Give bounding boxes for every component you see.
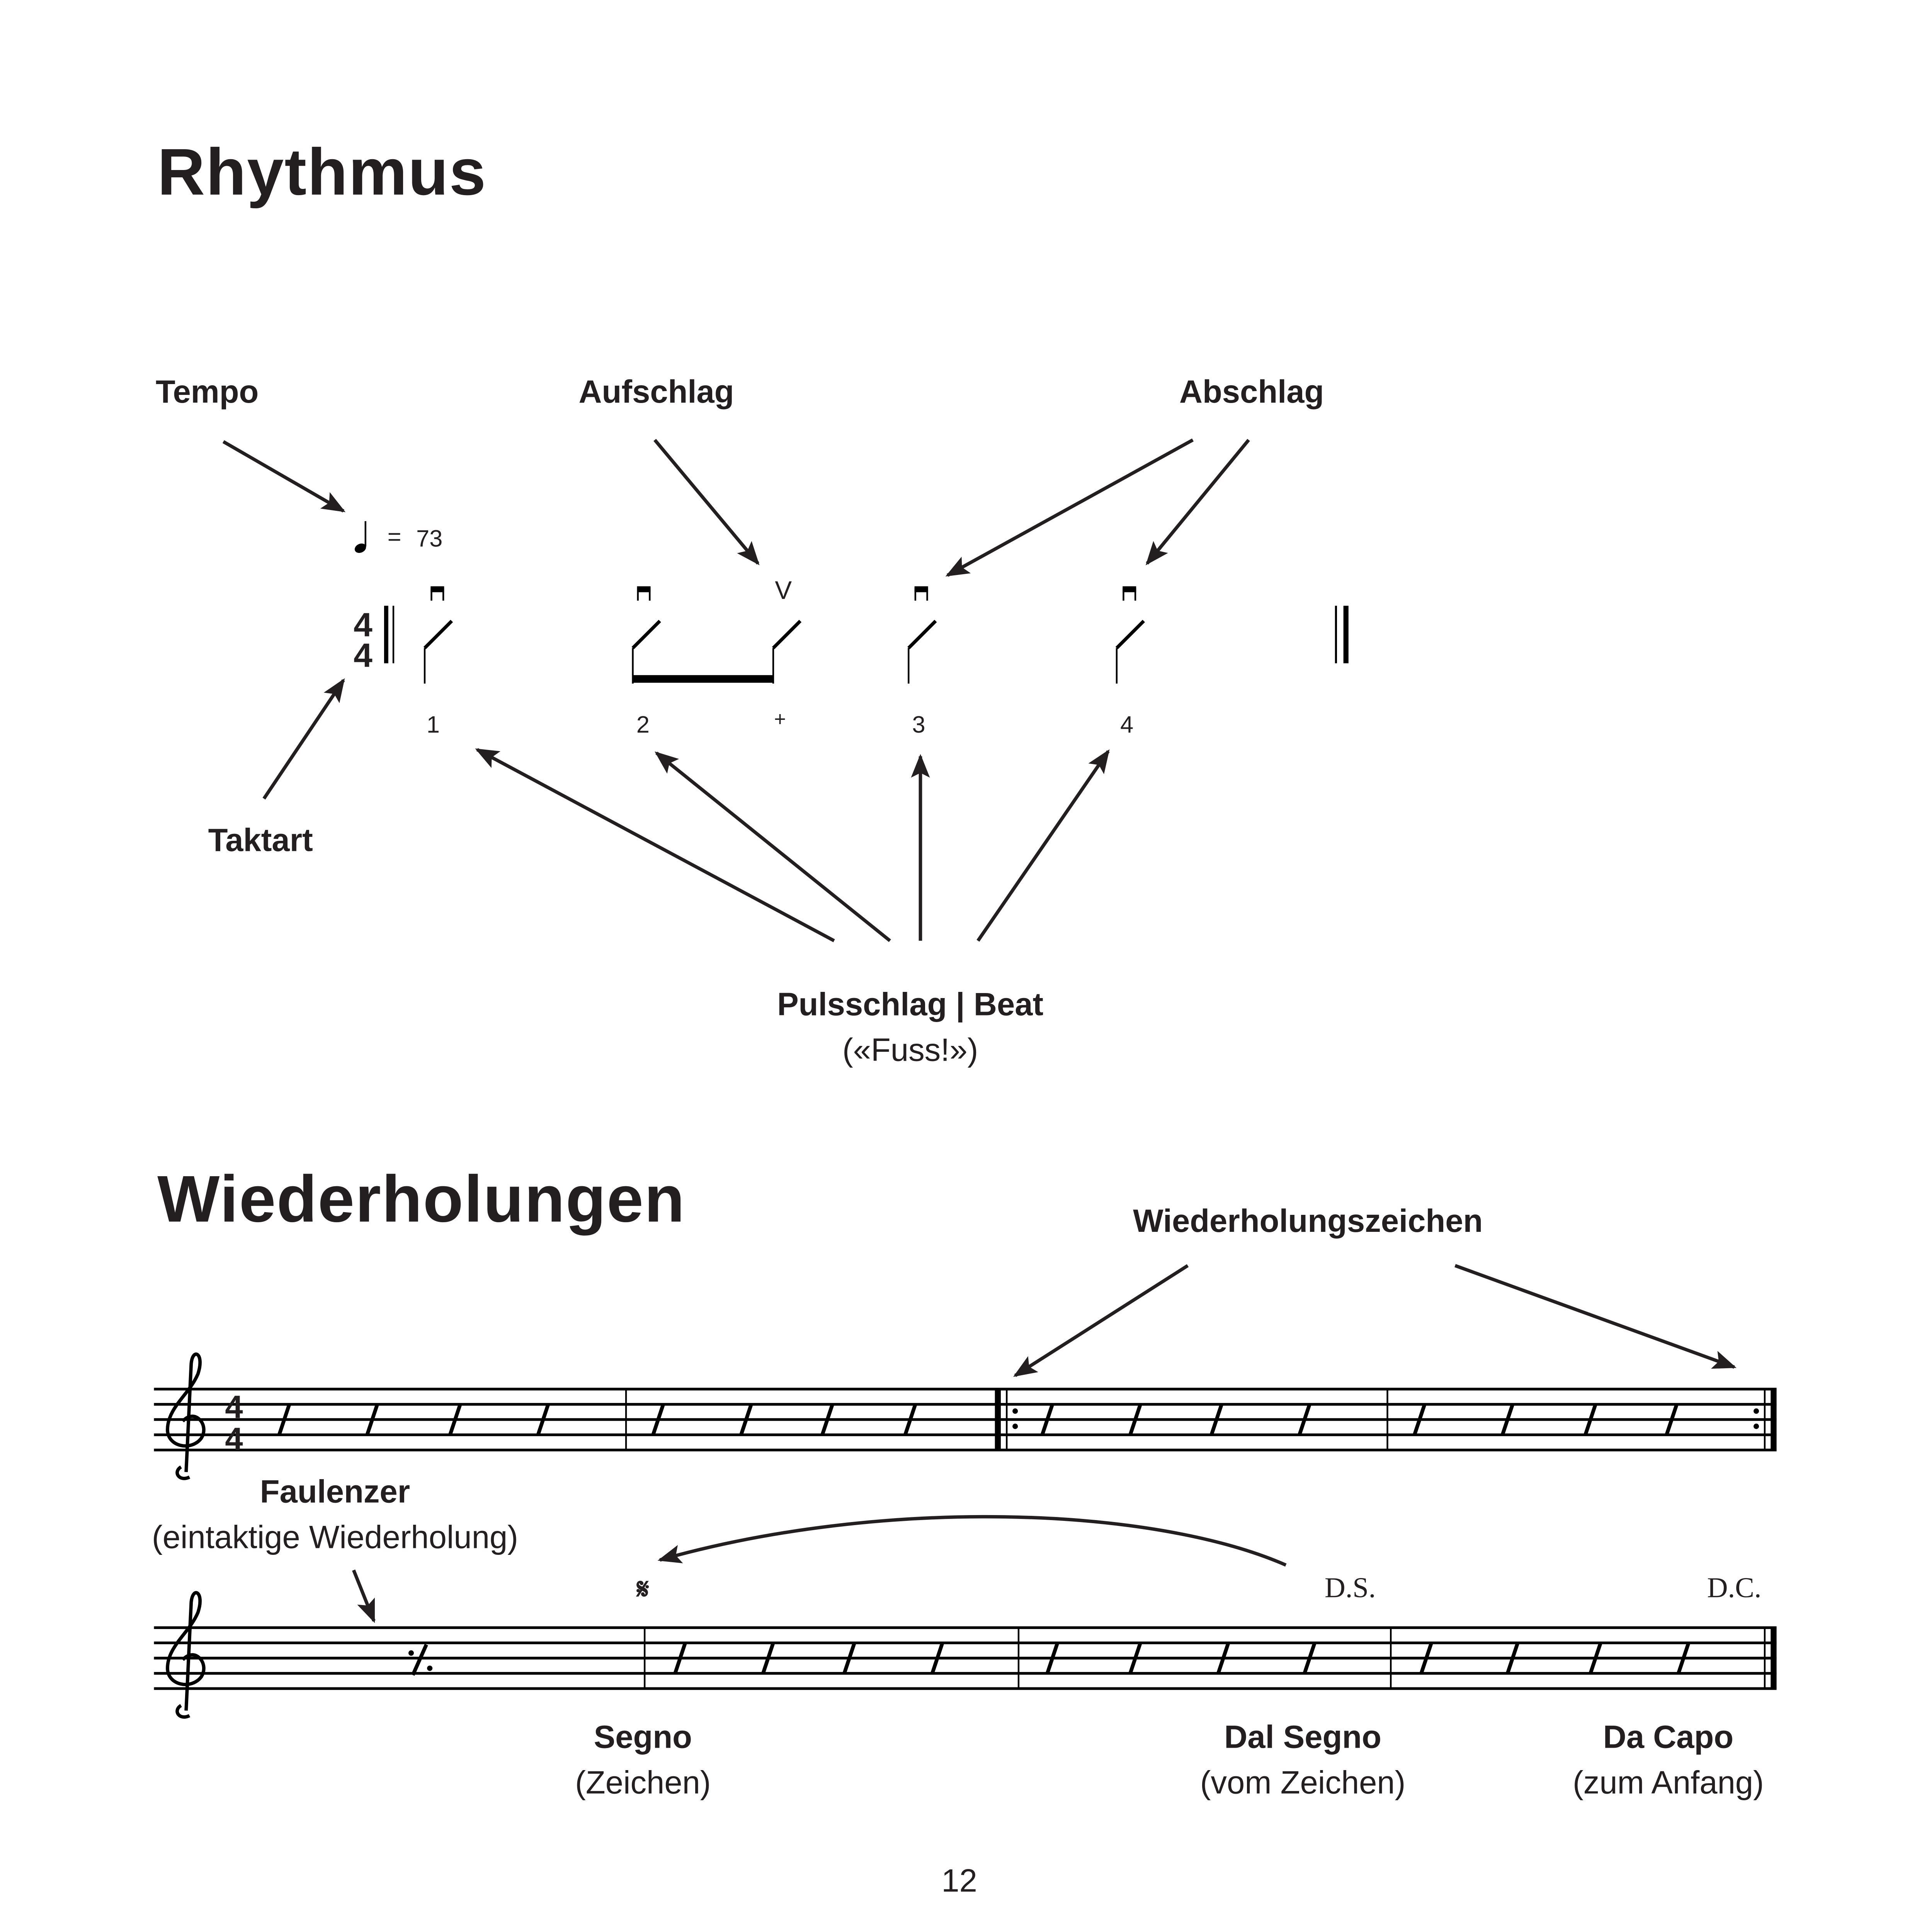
arrow-repeat-start [1013, 1264, 1189, 1377]
count-2: 2 [636, 711, 650, 738]
quarter-note-icon [354, 543, 366, 553]
double-barline-start [384, 605, 388, 663]
arrow-upstroke [653, 439, 760, 565]
treble-clef-icon [166, 1591, 206, 1719]
ds-mark: D.S. [1325, 1572, 1376, 1604]
arrow-beat-1 [475, 748, 835, 942]
label-da-capo: Da Capo [1603, 1719, 1733, 1755]
upstroke-icon: V [775, 576, 792, 604]
time-signature-bottom: 4 [354, 636, 373, 674]
label-tempo: Tempo [156, 374, 259, 410]
page-number: 12 [941, 1862, 977, 1898]
simile-icon [408, 1644, 433, 1676]
barline-thin [392, 605, 395, 663]
note-beat-3 [907, 619, 937, 684]
label-da-capo-note: (zum Anfang) [1573, 1764, 1764, 1800]
section-title-repeats: Wiederholungen [157, 1162, 685, 1236]
note-beat-1 [423, 619, 453, 684]
label-beat: Pulsschlag | Beat [777, 986, 1043, 1022]
repeat-dot [1012, 1423, 1018, 1429]
tempo-bpm: 73 [416, 525, 442, 551]
note-beat-2-and [772, 619, 802, 684]
label-time-signature: Taktart [208, 822, 313, 858]
arrow-time-signature [262, 678, 345, 800]
label-beat-note: («Fuss!») [842, 1032, 978, 1068]
count-1: 1 [427, 711, 440, 738]
label-dal-segno-note: (vom Zeichen) [1200, 1764, 1406, 1800]
repeats-section: Wiederholungen Wiederholungszeichen 4 4 … [152, 1162, 1777, 1800]
repeat-end-barline [1771, 1389, 1777, 1450]
label-upstroke: Aufschlag [578, 374, 734, 410]
arrow-beat-4 [976, 749, 1110, 942]
repeat-dot [1754, 1423, 1759, 1429]
label-downstroke: Abschlag [1179, 374, 1324, 410]
count-4: 4 [1120, 711, 1133, 738]
label-segno: Segno [594, 1719, 692, 1755]
staff-2 [154, 1591, 1777, 1719]
arrow-downstroke-2 [1145, 439, 1250, 565]
arrow-faulenzer [352, 1569, 376, 1623]
label-faulenzer: Faulenzer [260, 1473, 410, 1509]
label-dal-segno: Dal Segno [1224, 1719, 1381, 1755]
rhythm-section: Rhythmus Tempo Aufschlag Abschlag Taktar… [156, 135, 1349, 1068]
beat-counts: 1 2 + 3 4 [427, 708, 1133, 738]
slashes [673, 1642, 1691, 1674]
time-signature-top: 4 [354, 605, 373, 643]
final-barline-thick [1343, 605, 1349, 663]
repeat-dot [1012, 1408, 1018, 1414]
final-barline-thin [1335, 605, 1337, 663]
time-signature-bottom: 4 [225, 1421, 243, 1457]
repeat-start-barline [995, 1389, 1001, 1450]
dc-mark: D.C. [1707, 1572, 1762, 1604]
staff-lines [154, 1626, 1777, 1690]
label-repeat-signs: Wiederholungszeichen [1133, 1203, 1483, 1239]
repeat-dot [1754, 1408, 1759, 1414]
count-3: 3 [912, 711, 925, 738]
note-beat-2 [631, 619, 661, 684]
beam [633, 675, 774, 683]
downstroke-symbols [430, 586, 1136, 601]
note-beat-4 [1115, 619, 1145, 684]
count-and: + [774, 708, 786, 731]
tempo-mark: = 73 [354, 521, 442, 553]
arrow-tempo [222, 440, 346, 513]
treble-clef-icon [166, 1352, 206, 1480]
staff-1: 4 4 [154, 1352, 1777, 1480]
slashes [277, 1403, 1679, 1435]
arrow-dal-segno [657, 1515, 1287, 1567]
arrow-downstroke-1 [945, 438, 1194, 577]
section-title-rhythm: Rhythmus [157, 135, 486, 209]
rhythm-arrows [222, 438, 1250, 942]
label-faulenzer-note: (eintaktige Wiederholung) [152, 1519, 518, 1555]
time-signature-top: 4 [225, 1389, 243, 1425]
rhythm-notes [423, 619, 1145, 684]
arrow-repeat-end [1454, 1264, 1737, 1369]
arrow-beat-2 [655, 751, 891, 942]
segno-icon: 𝄋 [636, 1574, 649, 1605]
tempo-equals: = [388, 524, 401, 550]
staff-lines [154, 1388, 1777, 1452]
label-segno-note: (Zeichen) [575, 1764, 711, 1800]
final-barline [1771, 1628, 1777, 1689]
